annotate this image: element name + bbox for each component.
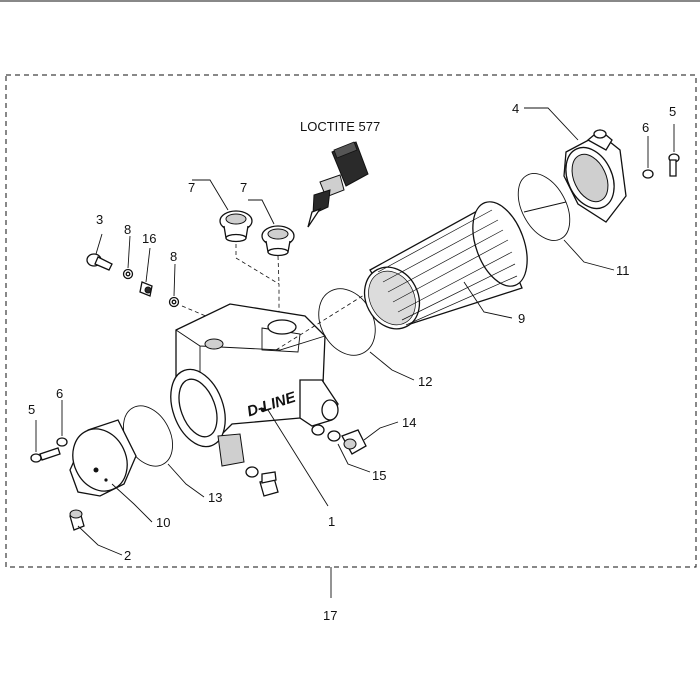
- oring-11: [517, 173, 571, 241]
- washer-8-lower: [168, 296, 180, 308]
- callout-6-right: 6: [642, 120, 649, 135]
- callout-3: 3: [96, 212, 103, 227]
- washer-6-right: [642, 169, 654, 179]
- callout-16: 16: [142, 231, 156, 246]
- filter-cartridge: [363, 201, 528, 330]
- callout-5-left: 5: [28, 402, 35, 417]
- loctite-note: LOCTITE 577: [300, 119, 380, 134]
- end-cap-4: [563, 129, 627, 223]
- bolt-5-right: [668, 153, 680, 177]
- callout-7-right: 7: [240, 180, 247, 195]
- callout-5-right: 5: [669, 104, 676, 119]
- plug-assembly-path: [235, 244, 280, 318]
- callout-12: 12: [418, 374, 432, 389]
- plug-14: [341, 429, 367, 455]
- bottom-plug: [259, 471, 279, 497]
- callout-8-lower: 8: [170, 249, 177, 264]
- callout-labels: 1 2 3 4 5 5 6 6 7 7 8 8 9 10 11 12 13 14…: [28, 101, 676, 623]
- plug-7-right: [261, 225, 295, 257]
- plug-2: [69, 509, 85, 531]
- screw-3: [86, 253, 113, 271]
- loctite-bottle: [307, 141, 369, 228]
- washer-8-upper: [122, 268, 134, 280]
- callout-17: 17: [323, 608, 337, 623]
- washer-6-left: [56, 437, 68, 447]
- assembly-boundary: [5, 74, 697, 568]
- bolt-5-left: [30, 447, 61, 463]
- bottom-oring: [245, 466, 259, 478]
- main-housing: D-LINE: [170, 303, 339, 467]
- plug-7-left: [219, 210, 253, 243]
- callout-4: 4: [512, 101, 519, 116]
- callout-9: 9: [518, 311, 525, 326]
- end-cover-10: [69, 419, 137, 497]
- callout-10: 10: [156, 515, 170, 530]
- callout-15: 15: [372, 468, 386, 483]
- callout-1: 1: [328, 514, 335, 529]
- callout-6-left: 6: [56, 386, 63, 401]
- leaders: [35, 107, 675, 556]
- part-16: [139, 281, 153, 297]
- callout-11: 11: [616, 263, 630, 278]
- callout-13: 13: [208, 490, 222, 505]
- callout-7-left: 7: [188, 180, 195, 195]
- oring-15: [327, 430, 341, 442]
- callout-8-upper: 8: [124, 222, 131, 237]
- callout-14: 14: [402, 415, 416, 430]
- callout-2: 2: [124, 548, 131, 563]
